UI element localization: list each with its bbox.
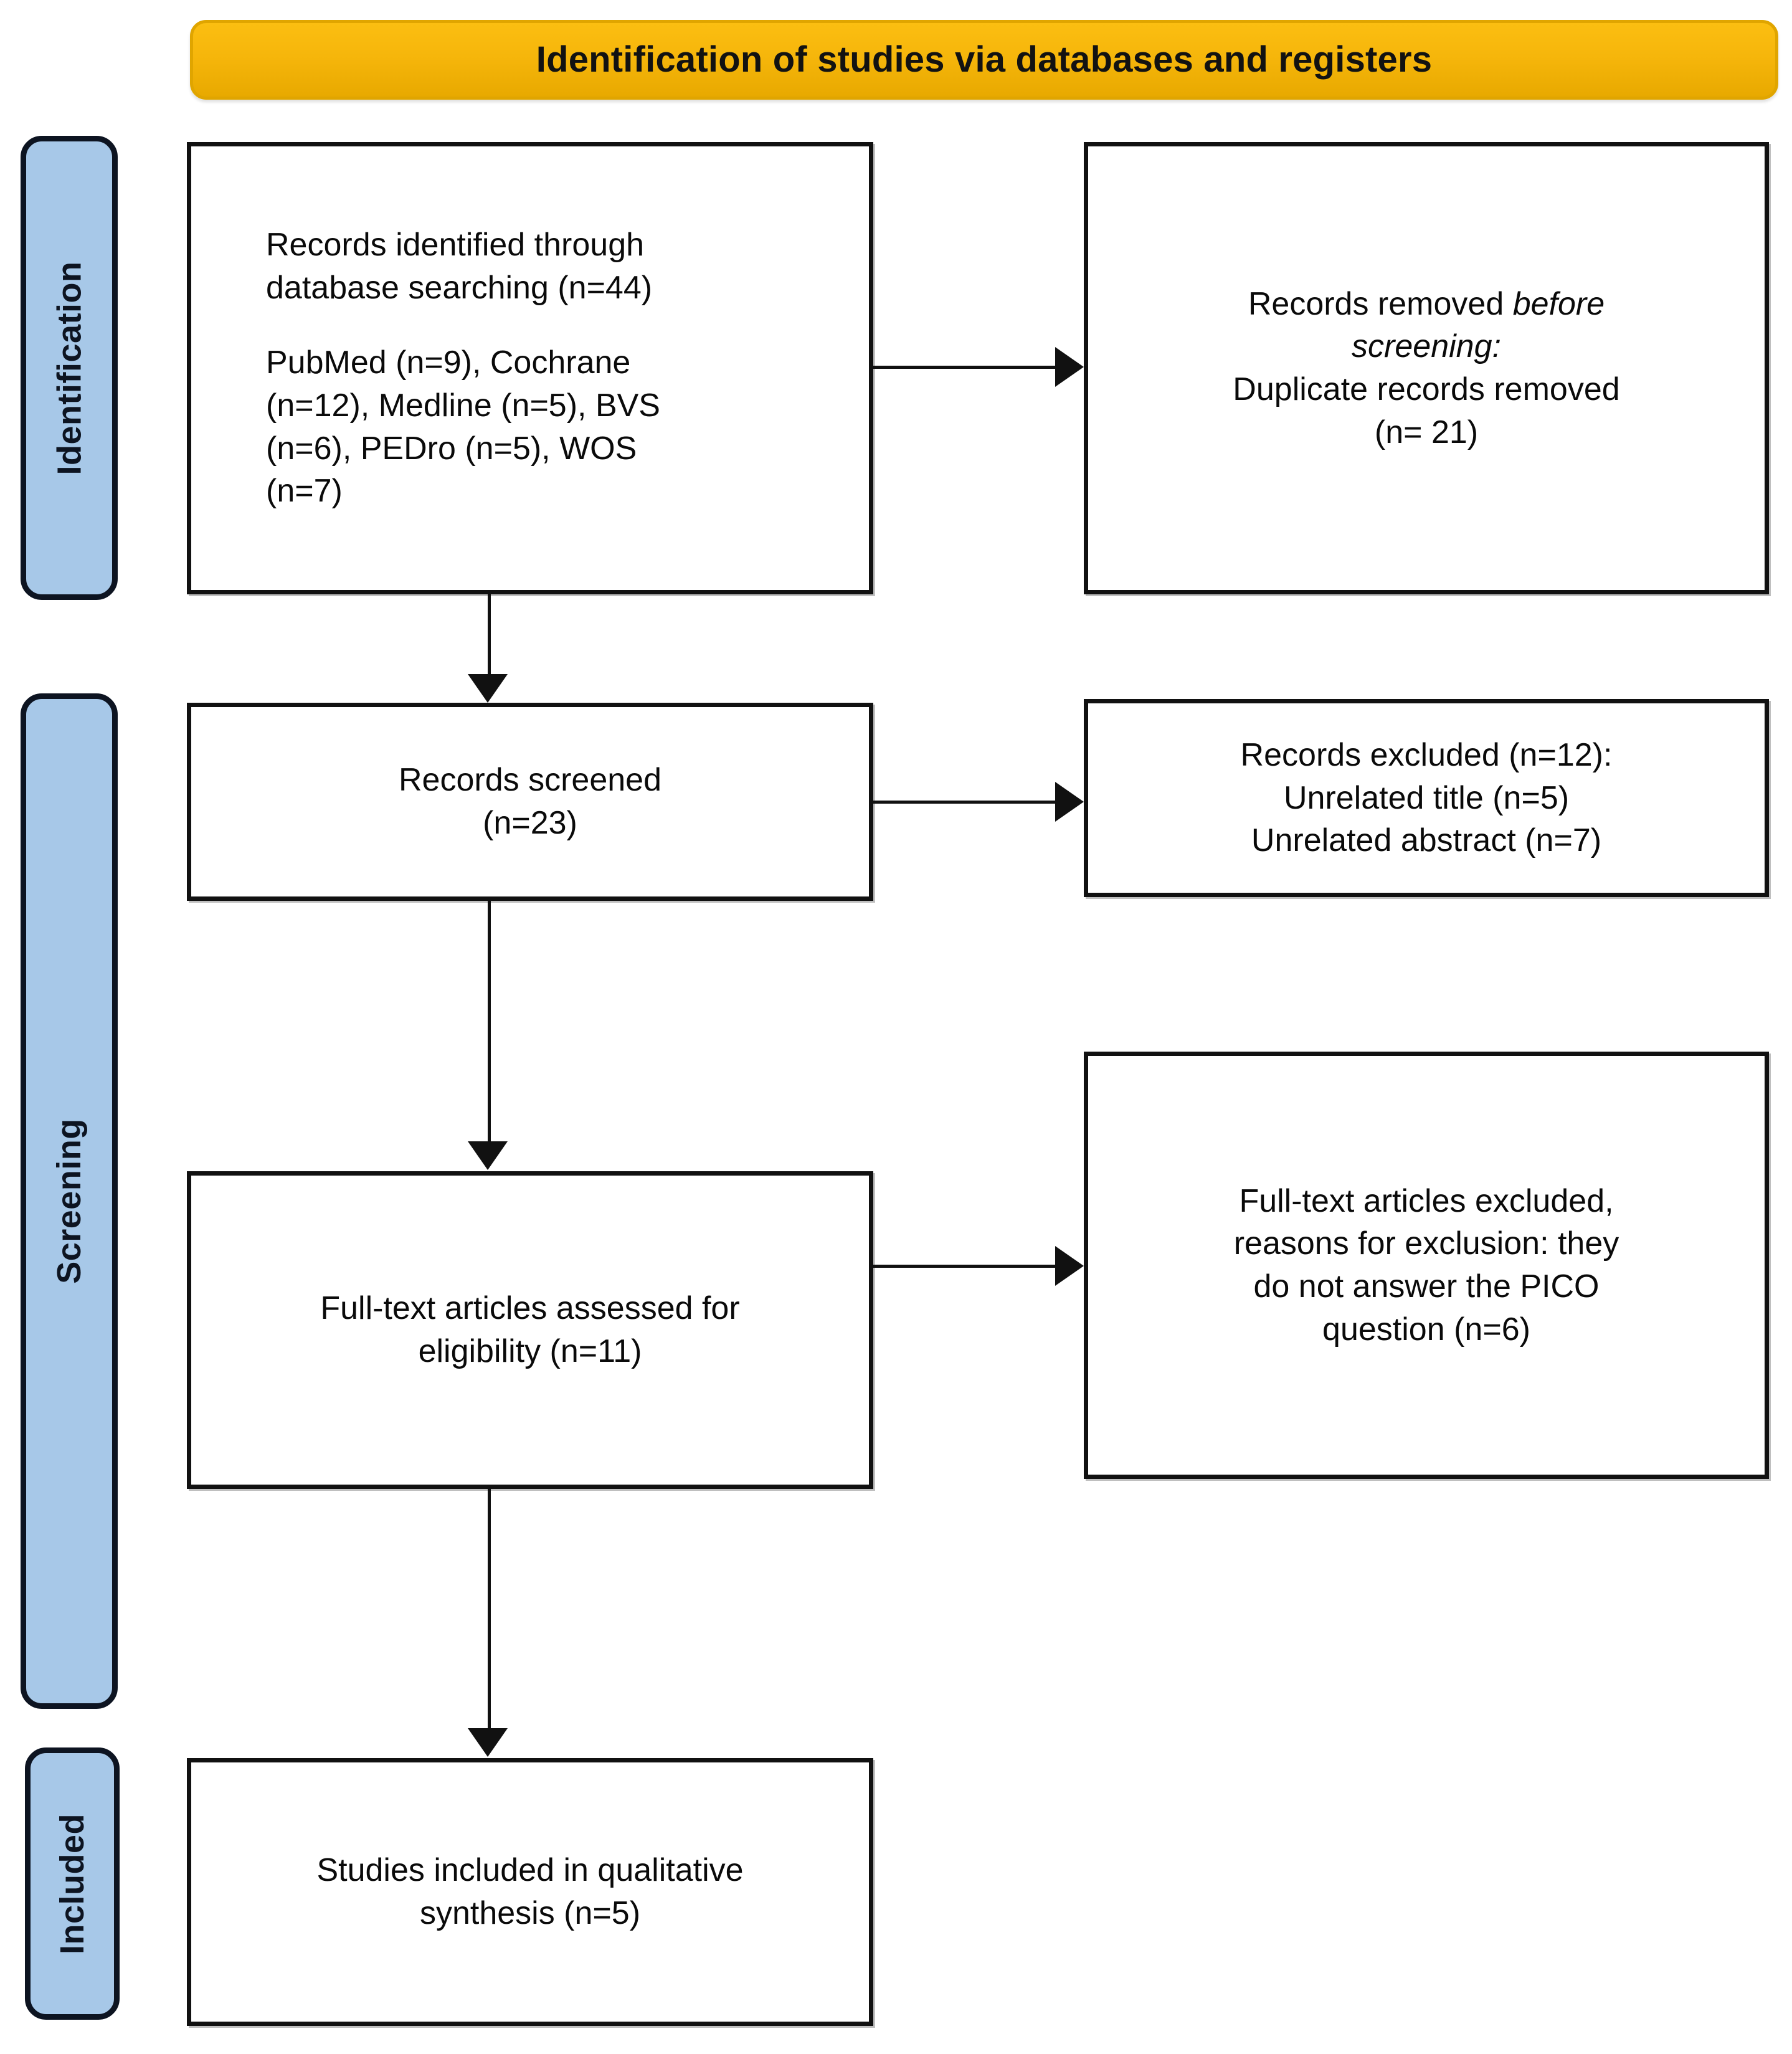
box-fulltext-excluded: Full-text articles excluded, reasons for… xyxy=(1084,1052,1769,1479)
connector-line-identified-to-removed xyxy=(873,366,1058,369)
stage-label-identification: Identification xyxy=(21,136,118,600)
records-removed-line-1: Records removed before xyxy=(1116,283,1737,326)
records-identified-line-5: (n=6), PEDro (n=5), WOS xyxy=(266,430,637,467)
arrow-down-icon-identified-to-screened xyxy=(468,674,508,703)
records-removed-line-1b: before xyxy=(1512,285,1605,322)
box-records-excluded: Records excluded (n=12): Unrelated title… xyxy=(1084,699,1769,897)
stage-label-included-text: Included xyxy=(54,1813,92,1954)
records-screened-line-1: Records screened xyxy=(399,762,661,799)
records-identified-line-6: (n=7) xyxy=(266,473,343,510)
fulltext-assessed-line-2: eligibility (n=11) xyxy=(418,1333,642,1369)
stage-label-included: Included xyxy=(25,1747,120,2020)
banner-identification-header: Identification of studies via databases … xyxy=(190,20,1778,100)
records-screened-line-2: (n=23) xyxy=(483,805,577,841)
stage-label-screening: Screening xyxy=(21,693,118,1709)
connector-line-identified-to-screened xyxy=(488,594,491,675)
box-fulltext-assessed: Full-text articles assessed for eligibil… xyxy=(187,1171,873,1489)
arrow-right-icon-fulltext-to-fulltext-excluded xyxy=(1055,1246,1084,1286)
box-records-removed: Records removed before screening: Duplic… xyxy=(1084,142,1769,594)
box-records-identified: Records identified through database sear… xyxy=(187,142,873,594)
fulltext-excluded-line-4: question (n=6) xyxy=(1322,1311,1530,1348)
connector-line-screened-to-fulltext xyxy=(488,901,491,1143)
records-identified-line-4: (n=12), Medline (n=5), BVS xyxy=(266,388,660,424)
connector-line-fulltext-to-included xyxy=(488,1489,491,1729)
fulltext-excluded-line-3: do not answer the PICO xyxy=(1253,1268,1600,1305)
arrow-down-icon-screened-to-fulltext xyxy=(468,1141,508,1170)
fulltext-excluded-line-2: reasons for exclusion: they xyxy=(1233,1225,1619,1262)
arrow-right-icon-screened-to-excluded xyxy=(1055,782,1084,822)
records-identified-paragraph-2: PubMed (n=9), Cochrane (n=12), Medline (… xyxy=(266,341,844,513)
records-removed-line-3: Duplicate records removed xyxy=(1233,371,1620,407)
records-identified-paragraph-1: Records identified through database sear… xyxy=(266,224,844,309)
banner-title: Identification of studies via databases … xyxy=(536,39,1433,80)
records-removed-line-1a: Records removed xyxy=(1248,285,1513,322)
records-removed-line-4: (n= 21) xyxy=(1374,414,1479,450)
arrow-down-icon-fulltext-to-included xyxy=(468,1728,508,1757)
records-excluded-line-1: Records excluded (n=12): xyxy=(1240,737,1613,774)
connector-line-fulltext-to-fulltext-excluded xyxy=(873,1265,1058,1268)
records-identified-line-1: Records identified through xyxy=(266,227,645,264)
connector-line-screened-to-excluded xyxy=(873,801,1058,804)
studies-included-line-2: synthesis (n=5) xyxy=(419,1895,641,1931)
studies-included-line-1: Studies included in qualitative xyxy=(316,1852,744,1889)
fulltext-assessed-line-1: Full-text articles assessed for xyxy=(320,1290,740,1327)
records-excluded-line-2: Unrelated title (n=5) xyxy=(1283,779,1570,816)
box-records-screened: Records screened (n=23) xyxy=(187,703,873,901)
records-identified-line-3: PubMed (n=9), Cochrane xyxy=(266,345,631,381)
fulltext-excluded-line-1: Full-text articles excluded, xyxy=(1239,1182,1614,1219)
stage-label-identification-text: Identification xyxy=(50,261,88,475)
records-removed-line-2: screening: xyxy=(1352,328,1501,365)
records-excluded-line-3: Unrelated abstract (n=7) xyxy=(1251,822,1602,859)
records-identified-line-2: database searching (n=44) xyxy=(266,269,653,306)
arrow-right-icon-identified-to-removed xyxy=(1055,347,1084,387)
stage-label-screening-text: Screening xyxy=(50,1118,88,1284)
box-studies-included: Studies included in qualitative synthesi… xyxy=(187,1758,873,2026)
